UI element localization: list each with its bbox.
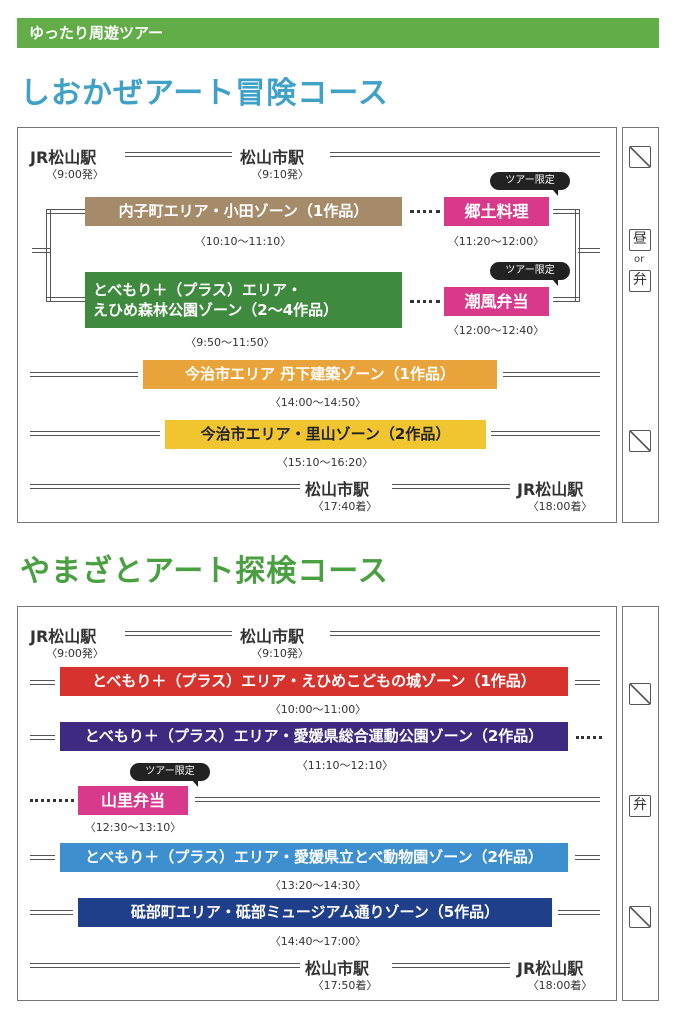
route-line — [30, 910, 73, 915]
arrive-time: 〈18:00着〉 — [527, 500, 593, 513]
walk-dots — [410, 300, 440, 303]
station-jr-matsuyama: JR松山駅 — [517, 959, 584, 978]
station-jr-matsuyama: JR松山駅 — [30, 148, 97, 167]
zone-time: 〈15:10〜16:20〉 — [276, 456, 374, 469]
lunch-icon: 昼 — [629, 229, 651, 251]
route-line — [30, 372, 138, 377]
station-matsuyama-city: 松山市駅 — [305, 959, 370, 978]
zone-time: 〈10:10〜11:10〉 — [194, 235, 292, 248]
walk-dots — [30, 799, 74, 802]
zone-tobemori-forest-park: とべもり＋（プラス）エリア・ えひめ森林公園ゾーン（2〜4作品） — [85, 272, 402, 328]
route-line — [491, 431, 600, 436]
zone-imabari-tange: 今治市エリア 丹下建築ゾーン（1作品） — [143, 360, 497, 389]
course1-meal-column — [622, 127, 659, 523]
route-line — [30, 431, 160, 436]
zone-time: 〈11:10〜12:10〉 — [296, 759, 394, 772]
meal-time: 〈11:20〜12:00〉 — [447, 235, 545, 248]
route-line — [30, 735, 55, 740]
no-meal-icon — [629, 430, 651, 452]
tour-limited-badge: ツアー限定 — [490, 262, 570, 286]
route-line — [32, 248, 50, 253]
route-line — [553, 297, 580, 302]
bento-icon: 弁 — [629, 270, 651, 292]
zone-sports-park: とべもり＋（プラス）エリア・愛媛県総合運動公園ゾーン（2作品） — [60, 722, 568, 751]
arrive-time: 〈17:50着〉 — [312, 979, 378, 992]
route-line — [330, 631, 600, 636]
route-line — [30, 680, 55, 685]
route-line — [30, 963, 300, 968]
zone-time: 〈14:00〜14:50〉 — [269, 396, 367, 409]
station-matsuyama-city: 松山市駅 — [240, 627, 305, 646]
depart-time: 〈9:00発〉 — [46, 647, 104, 660]
depart-time: 〈9:10発〉 — [251, 647, 309, 660]
bento-icon: 弁 — [629, 795, 651, 817]
station-matsuyama-city: 松山市駅 — [240, 148, 305, 167]
course1-schedule-box — [17, 127, 617, 523]
course2-title: やまざとアート探検コース — [20, 554, 389, 589]
route-line — [503, 372, 600, 377]
zone-time: 〈9:50〜11:50〉 — [185, 336, 275, 349]
route-line — [575, 855, 600, 860]
route-line — [575, 680, 600, 685]
arrive-time: 〈17:40着〉 — [312, 500, 378, 513]
tour-limited-badge: ツアー限定 — [490, 172, 570, 196]
station-matsuyama-city: 松山市駅 — [305, 480, 370, 499]
zone-imabari-satoyama: 今治市エリア・里山ゾーン（2作品） — [165, 420, 486, 449]
depart-time: 〈9:00発〉 — [46, 168, 104, 181]
meal-shiokaze-bento: 潮風弁当 — [444, 287, 549, 316]
or-label: or — [634, 254, 645, 265]
course2-schedule-box — [17, 606, 617, 1001]
station-jr-matsuyama: JR松山駅 — [517, 480, 584, 499]
walk-dots — [576, 736, 602, 739]
route-line — [195, 797, 600, 802]
no-meal-icon — [629, 146, 651, 168]
depart-time: 〈9:10発〉 — [251, 168, 309, 181]
meal-time: 〈12:00〜12:40〉 — [447, 324, 545, 337]
route-line — [578, 248, 600, 253]
route-line — [30, 855, 55, 860]
course1-title: しおかぜアート冒険コース — [20, 76, 389, 111]
meal-yamazato-bento: 山里弁当 — [78, 786, 188, 815]
meal-time: 〈12:30〜13:10〉 — [84, 821, 182, 834]
route-line — [558, 910, 600, 915]
route-line — [392, 963, 510, 968]
route-line — [553, 209, 580, 214]
arrive-time: 〈18:00着〉 — [527, 979, 593, 992]
meal-kyodo-ryori: 郷土料理 — [444, 197, 549, 226]
zone-kodomo-no-shiro: とべもり＋（プラス）エリア・えひめこどもの城ゾーン（1作品） — [60, 667, 568, 696]
branch-line — [575, 209, 580, 302]
walk-dots — [410, 210, 440, 213]
route-line — [30, 484, 300, 489]
route-line — [330, 152, 600, 157]
route-line — [46, 297, 85, 302]
route-line — [392, 484, 510, 489]
zone-time: 〈10:00〜11:00〉 — [269, 703, 367, 716]
zone-tobe-museum-street: 砥部町エリア・砥部ミュージアム通りゾーン（5作品） — [78, 898, 552, 927]
zone-tobe-zoo: とべもり＋（プラス）エリア・愛媛県立とべ動物園ゾーン（2作品） — [60, 843, 568, 872]
branch-line — [46, 209, 51, 302]
tour-category-header: ゆったり周遊ツアー — [17, 18, 659, 48]
zone-time: 〈13:20〜14:30〉 — [269, 879, 367, 892]
no-meal-icon — [629, 906, 651, 928]
route-line — [125, 631, 232, 636]
route-line — [46, 209, 85, 214]
route-line — [125, 152, 232, 157]
no-meal-icon — [629, 683, 651, 705]
course2-meal-column — [622, 606, 659, 1001]
station-jr-matsuyama: JR松山駅 — [30, 627, 97, 646]
zone-uchiko-oda: 内子町エリア・小田ゾーン（1作品） — [85, 197, 402, 226]
tour-limited-badge: ツアー限定 — [130, 763, 210, 787]
zone-time: 〈14:40〜17:00〉 — [269, 935, 367, 948]
